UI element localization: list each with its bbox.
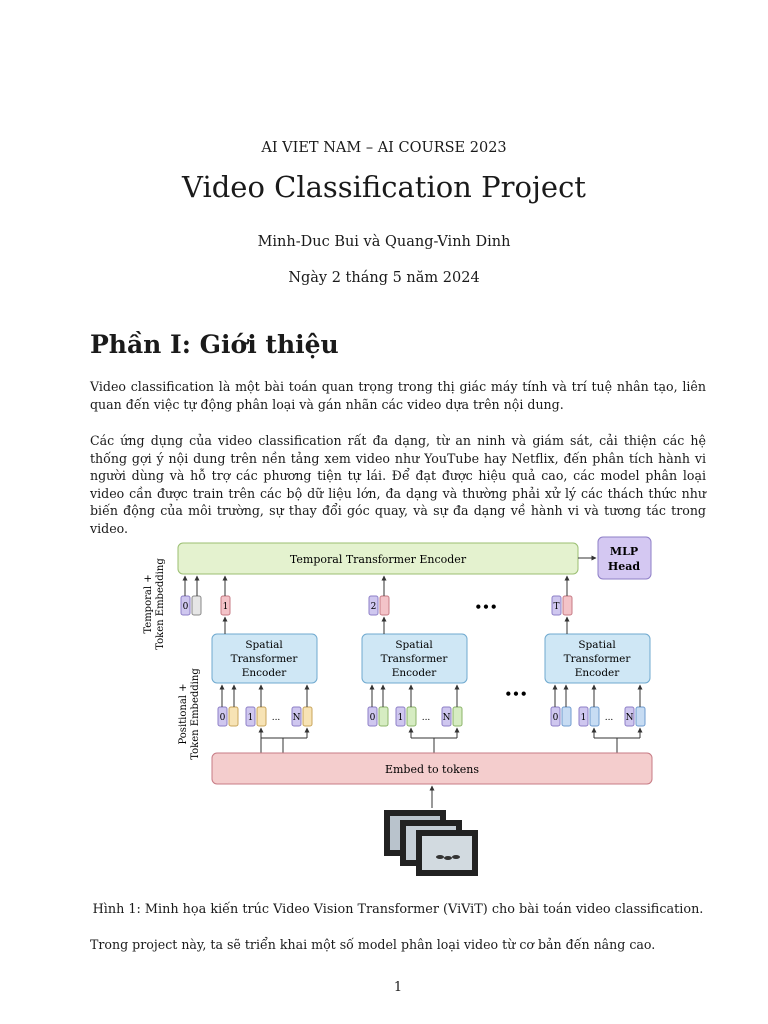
mlp-head-box [597, 536, 652, 580]
svg-text:0: 0 [220, 713, 226, 723]
svg-text:N: N [626, 713, 634, 723]
svg-text:0: 0 [553, 713, 559, 723]
svg-text:Spatial: Spatial [578, 639, 616, 651]
figure-caption: Hình 1: Minh họa kiến trúc Video Vision … [92, 902, 704, 917]
temporal-token-2-label-box [368, 595, 379, 616]
spatial-tokens-group-2: 0 1 ... N [367, 706, 463, 727]
svg-text:Encoder: Encoder [242, 667, 288, 679]
spatial-encoder-2: Spatial Transformer Encoder [361, 633, 468, 684]
course-header: AI VIET NAM – AI COURSE 2023 [261, 140, 507, 156]
spatial-tokens-group-3: 0 1 ... N [550, 706, 646, 727]
embed-to-tokens-label: Embed to tokens [385, 763, 479, 776]
svg-text:...: ... [422, 713, 431, 723]
temporal-side-label-1: Temporal + [143, 574, 154, 633]
svg-text:Spatial: Spatial [245, 639, 283, 651]
svg-text:1: 1 [581, 713, 587, 723]
vivit-architecture-figure: Temporal Transformer Encoder MLP Head Te… [143, 536, 653, 876]
svg-text:1: 1 [223, 602, 229, 612]
temporal-encoder-label: Temporal Transformer Encoder [290, 553, 467, 566]
temporal-dots: ••• [474, 600, 497, 614]
svg-text:T: T [553, 602, 559, 612]
authors: Minh-Duc Bui và Quang-Vinh Dinh [257, 234, 511, 250]
svg-text:0: 0 [183, 602, 189, 612]
mlp-head-label-2: Head [608, 560, 641, 573]
temporal-token-t [562, 595, 573, 616]
spatial-dots: ••• [504, 687, 527, 701]
positional-side-label-2: Token Embedding [190, 668, 201, 760]
spatial-encoder-3: Spatial Transformer Encoder [544, 633, 651, 684]
svg-text:1: 1 [248, 713, 254, 723]
svg-text:Transformer: Transformer [231, 653, 299, 665]
svg-text:Transformer: Transformer [564, 653, 632, 665]
temporal-token-2 [379, 595, 390, 616]
svg-text:...: ... [272, 713, 281, 723]
temporal-side-label-2: Token Embedding [155, 558, 166, 650]
svg-text:N: N [443, 713, 451, 723]
svg-text:Spatial: Spatial [395, 639, 433, 651]
project-paragraph: Trong project này, ta sẽ triển khai một … [90, 937, 656, 952]
svg-text:N: N [293, 713, 301, 723]
svg-text:0: 0 [370, 713, 376, 723]
intro-paragraph-1: Video classification là một bài toán qua… [90, 379, 706, 412]
svg-text:Encoder: Encoder [392, 667, 438, 679]
temporal-class-token [191, 595, 202, 616]
svg-text:2: 2 [371, 602, 377, 612]
svg-text:Transformer: Transformer [381, 653, 449, 665]
embed-to-tokens-box [211, 752, 653, 785]
positional-side-label-1: Positional + [178, 683, 189, 744]
page-number: 1 [393, 980, 403, 995]
mlp-head-label-1: MLP [610, 545, 638, 558]
spatial-encoder-1: Spatial Transformer Encoder [211, 633, 318, 684]
svg-text:...: ... [605, 713, 614, 723]
document-date: Ngày 2 tháng 5 năm 2024 [288, 270, 480, 286]
video-frames-icon [384, 810, 478, 876]
temporal-token-t-label-box [551, 595, 562, 616]
spatial-tokens-group-1: 0 1 ... N [217, 706, 313, 727]
section-heading: Phần I: Giới thiệu [90, 330, 339, 359]
svg-text:Encoder: Encoder [575, 667, 621, 679]
intro-paragraph-2: Các ứng dụng của video classification rấ… [90, 433, 706, 536]
document-title: Video Classification Project [182, 170, 586, 204]
svg-text:1: 1 [398, 713, 404, 723]
